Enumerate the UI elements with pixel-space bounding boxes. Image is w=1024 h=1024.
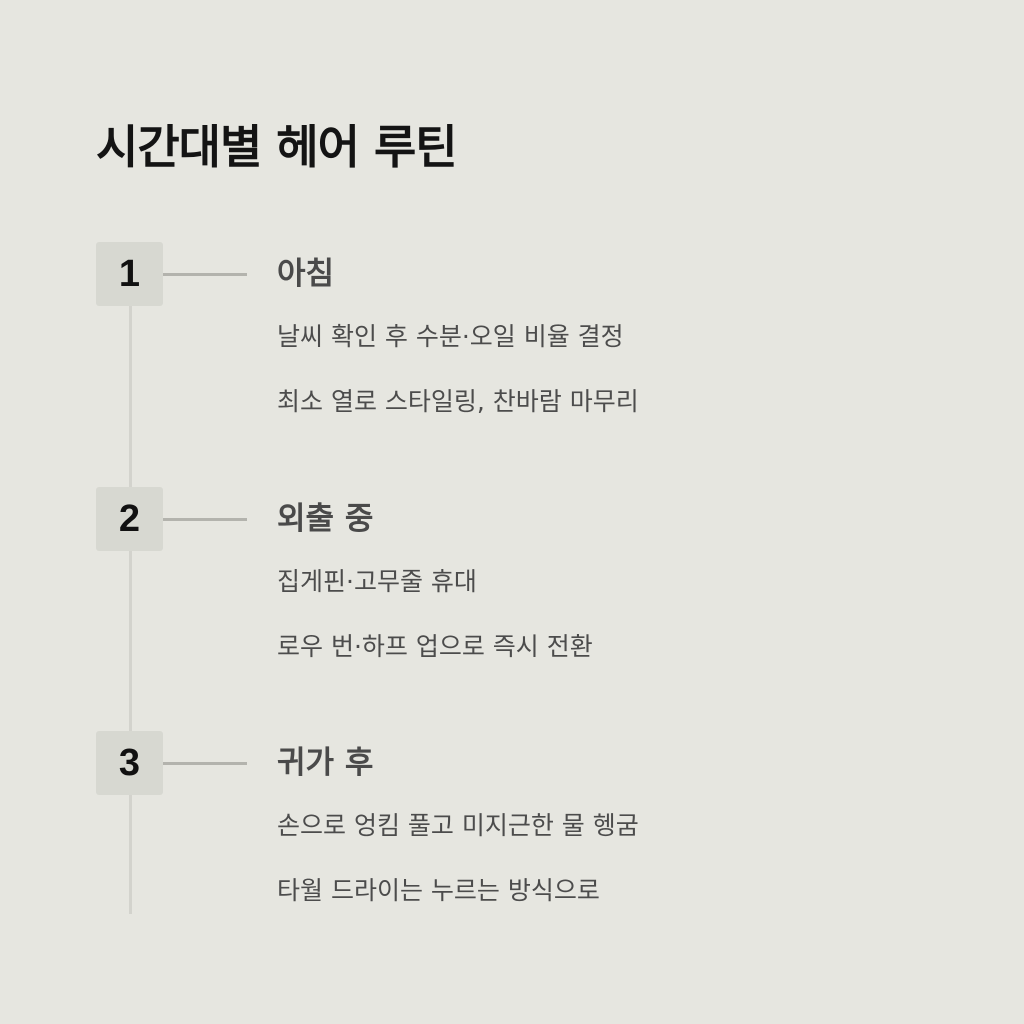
step-title: 아침	[277, 256, 335, 292]
page-title: 시간대별 헤어 루틴	[96, 120, 458, 174]
timeline-step-3: 3 귀가 후 손으로 엉킴 풀고 미지근한 물 헹굼 타월 드라이는 누르는 방…	[0, 731, 1024, 931]
step-item: 타월 드라이는 누르는 방식으로	[277, 876, 600, 905]
step-number-badge: 1	[96, 242, 163, 306]
step-number-badge: 3	[96, 731, 163, 795]
step-item: 로우 번·하프 업으로 즉시 전환	[277, 632, 593, 661]
step-title: 외출 중	[277, 501, 374, 537]
timeline-step-2: 2 외출 중 집게핀·고무줄 휴대 로우 번·하프 업으로 즉시 전환	[0, 487, 1024, 687]
step-item: 최소 열로 스타일링, 찬바람 마무리	[277, 387, 639, 416]
timeline-step-1: 1 아침 날씨 확인 후 수분·오일 비율 결정 최소 열로 스타일링, 찬바람…	[0, 242, 1024, 442]
step-item: 집게핀·고무줄 휴대	[277, 567, 477, 596]
step-number-badge: 2	[96, 487, 163, 551]
step-title: 귀가 후	[277, 745, 374, 781]
step-connector	[163, 762, 247, 765]
timeline-line	[129, 300, 132, 914]
step-item: 손으로 엉킴 풀고 미지근한 물 헹굼	[277, 811, 639, 840]
step-connector	[163, 273, 247, 276]
step-connector	[163, 518, 247, 521]
step-item: 날씨 확인 후 수분·오일 비율 결정	[277, 322, 624, 351]
